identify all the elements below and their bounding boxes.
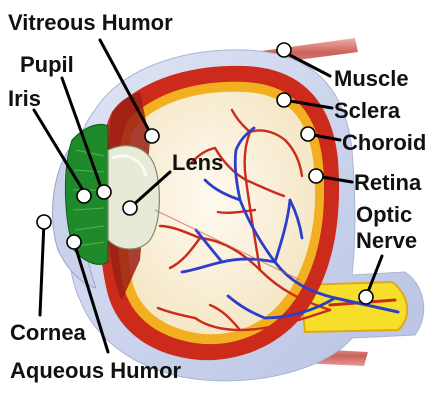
dot-retina bbox=[308, 168, 324, 184]
label-cornea: Cornea bbox=[10, 320, 87, 345]
dot-lens bbox=[122, 200, 138, 216]
dot-choroid bbox=[300, 126, 316, 142]
lens bbox=[107, 145, 160, 250]
leader-lens bbox=[130, 170, 172, 208]
label-iris: Iris bbox=[8, 86, 41, 111]
dot-muscle bbox=[276, 42, 292, 58]
dot-cornea bbox=[36, 214, 52, 230]
leader-muscle bbox=[282, 50, 332, 78]
retinal-arteries bbox=[156, 108, 332, 332]
dot-sclera bbox=[276, 92, 292, 108]
label-optic-nerve-line1: Optic bbox=[356, 202, 412, 227]
label-retina: Retina bbox=[354, 170, 422, 195]
dot-pupil bbox=[96, 184, 112, 200]
leader-pupil bbox=[60, 76, 104, 192]
leader-lines bbox=[32, 38, 384, 354]
labels: Vitreous Humor Pupil Iris Lens Muscle Sc… bbox=[8, 10, 426, 383]
label-sclera: Sclera bbox=[334, 98, 401, 123]
label-pupil: Pupil bbox=[20, 52, 74, 77]
pointer-dots bbox=[36, 42, 374, 305]
retinal-veins bbox=[180, 126, 337, 320]
label-aqueous-humor: Aqueous Humor bbox=[10, 358, 182, 383]
label-optic-nerve-line2: Nerve bbox=[356, 228, 417, 253]
label-lens: Lens bbox=[172, 150, 223, 175]
leader-cornea bbox=[38, 220, 46, 317]
light-path bbox=[154, 209, 301, 281]
dot-optic-nerve bbox=[358, 289, 374, 305]
label-muscle: Muscle bbox=[334, 66, 409, 91]
label-vitreous-humor: Vitreous Humor bbox=[8, 10, 173, 35]
leader-sclera bbox=[282, 98, 334, 110]
leader-vitreous-humor bbox=[98, 38, 154, 138]
dot-iris bbox=[76, 188, 92, 204]
dot-aqueous-humor bbox=[66, 234, 82, 250]
lens-highlight bbox=[111, 154, 148, 177]
leader-iris bbox=[32, 108, 86, 194]
label-choroid: Choroid bbox=[342, 130, 426, 155]
dot-vitreous-humor bbox=[144, 128, 160, 144]
leader-aqueous-humor bbox=[72, 240, 110, 354]
